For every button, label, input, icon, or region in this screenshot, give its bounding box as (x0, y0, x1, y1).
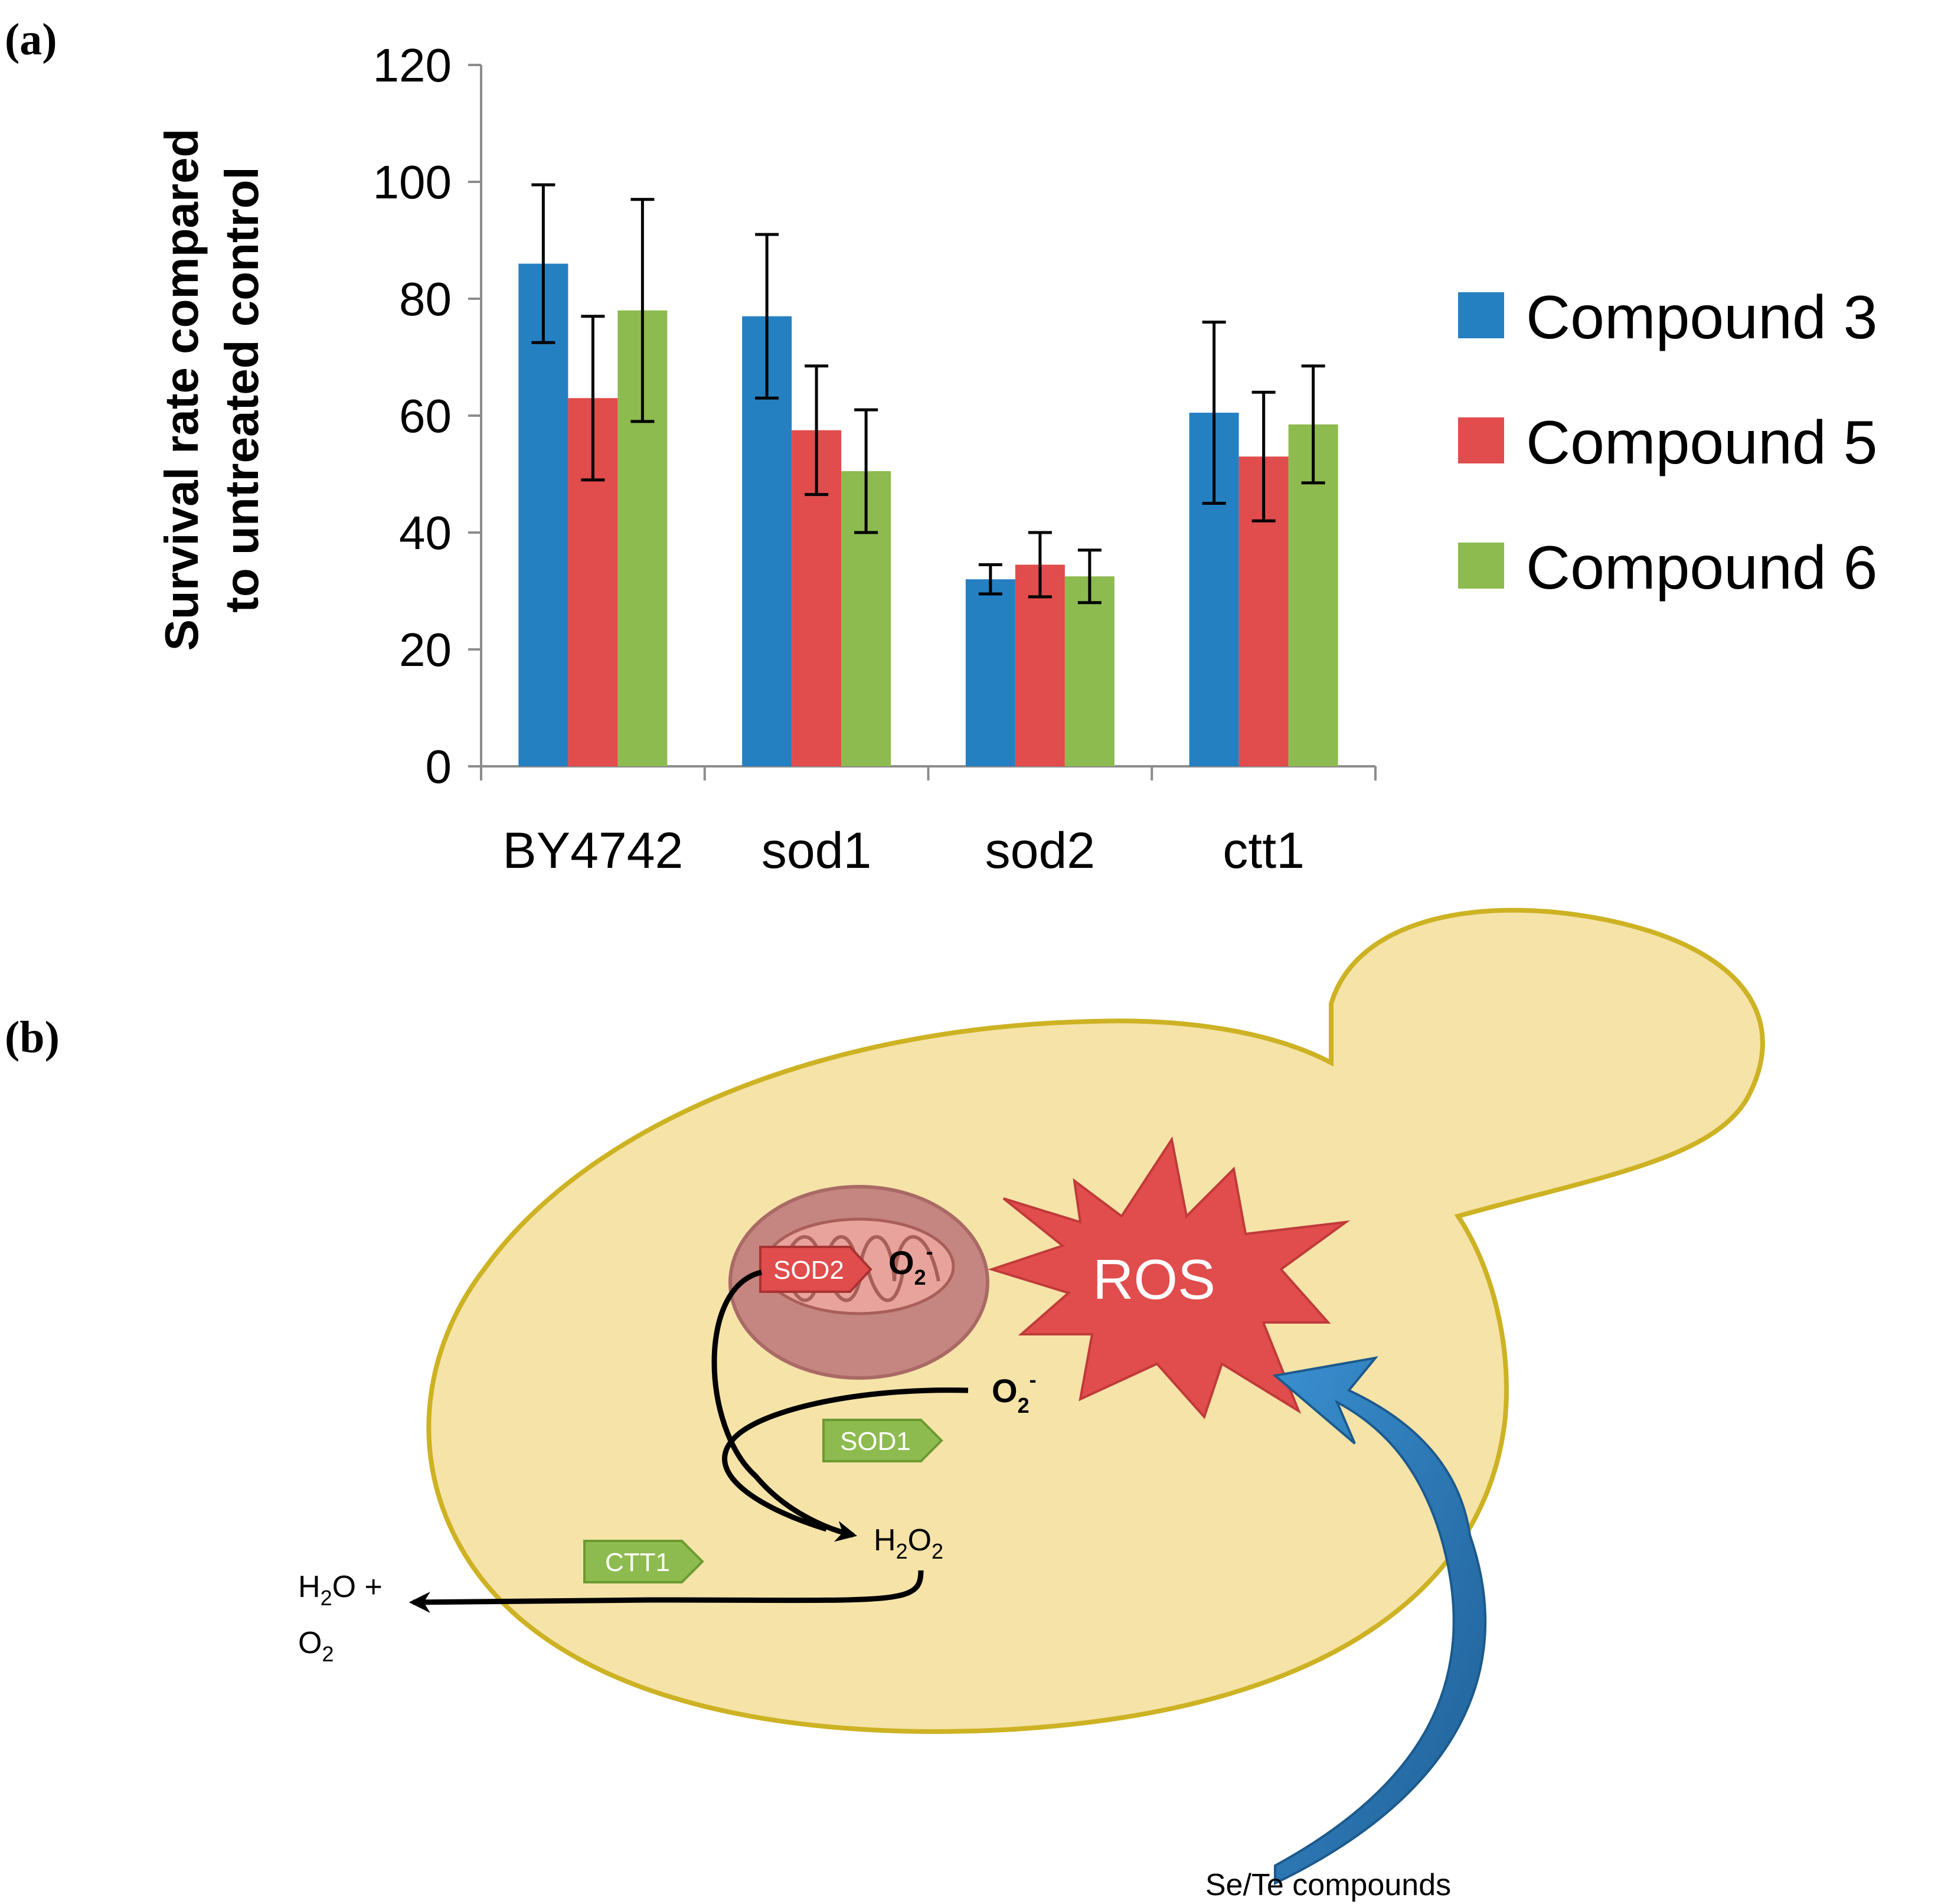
y-tick-label: 40 (399, 507, 452, 559)
panel-b-label: (b) (5, 1013, 60, 1062)
bars (518, 263, 1338, 767)
y-tick-label: 0 (426, 740, 452, 793)
bar-chart: Survival rate compared to untreated cont… (155, 39, 1878, 879)
arrow-sod1-to-h2o2 (722, 1387, 969, 1532)
y-tick-label: 20 (399, 623, 452, 676)
superoxide-mito: O2- (888, 1239, 933, 1289)
bar (965, 579, 1015, 766)
x-category-label: ctt1 (1223, 822, 1305, 879)
se-te-compounds-label: Se/Te compounds (1205, 1868, 1451, 1902)
legend: Compound 3 Compound 5 Compound 6 (1458, 283, 1878, 602)
ctt1-label: CTT1 (605, 1548, 670, 1577)
y-tick-label: 100 (373, 156, 452, 208)
error-bars (531, 183, 1325, 605)
se-te-influx-arrow (1272, 1356, 1487, 1886)
ros-pathway-diagram: SOD2 O2- ROS O2- SOD1 CTT1 H2O2 H2O + O2 (298, 907, 1765, 1902)
water-oxygen-line1: H2O + (298, 1570, 383, 1610)
arrow-sod2-to-h2o2 (711, 1269, 858, 1542)
bar (518, 263, 568, 767)
hydrogen-peroxide: H2O2 (874, 1523, 943, 1563)
arrow-ctt1-to-water (408, 1570, 924, 1613)
x-category-label: BY4742 (502, 822, 683, 879)
sod1-label: SOD1 (840, 1427, 911, 1456)
legend-swatch (1458, 543, 1504, 589)
water-oxygen-line2: O2 (298, 1626, 334, 1666)
y-axis-label: Survival rate compared to untreated cont… (155, 129, 268, 651)
legend-swatch (1458, 292, 1504, 338)
x-category-label: sod2 (985, 822, 1096, 879)
x-category-label: sod1 (762, 822, 872, 879)
superoxide-cytosol: O2- (992, 1367, 1037, 1418)
ros-label: ROS (1093, 1248, 1215, 1311)
y-tick-label: 80 (399, 273, 452, 325)
y-axis-label-line2: to untreated control (215, 166, 268, 613)
legend-label: Compound 3 (1526, 283, 1878, 352)
ctt1-tag: CTT1 (583, 1540, 704, 1583)
y-tick-label: 60 (399, 390, 452, 442)
ros-burst: ROS (988, 1136, 1351, 1419)
sod2-label: SOD2 (773, 1256, 844, 1285)
bar (1064, 576, 1115, 766)
legend-label: Compound 6 (1526, 534, 1878, 602)
sod1-tag: SOD1 (822, 1419, 943, 1462)
panel-a-label: (a) (5, 15, 57, 64)
sod2-tag: SOD2 (759, 1246, 872, 1293)
legend-swatch (1458, 417, 1504, 463)
y-axis-label-line1: Survival rate compared (155, 129, 208, 651)
y-tick-label: 120 (373, 39, 452, 92)
legend-label: Compound 5 (1526, 409, 1878, 477)
